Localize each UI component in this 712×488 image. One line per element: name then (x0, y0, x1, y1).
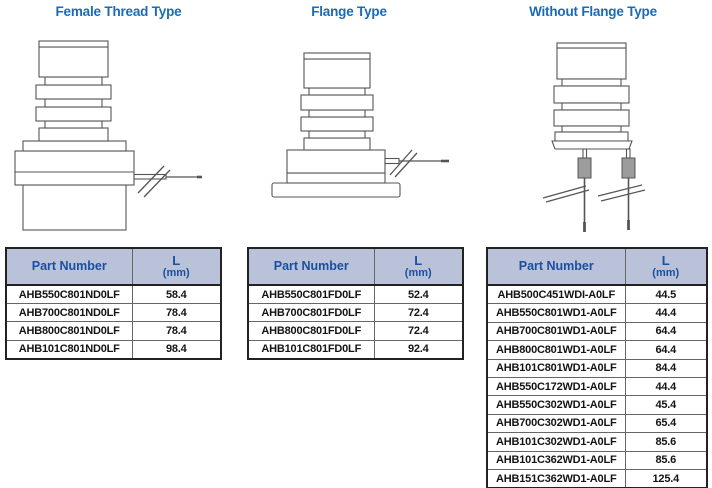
length-header: L (mm) (624, 247, 708, 286)
length-mm-cell: 72.4 (373, 321, 464, 341)
transducer-body (14, 40, 135, 231)
length-mm-cell: 78.4 (131, 321, 222, 341)
section-title-female-thread: Female Thread Type (55, 4, 182, 19)
flange-type-diagram (271, 52, 449, 198)
terminal-pin (625, 148, 631, 159)
wire-sleeves (577, 157, 636, 179)
length-mm-cell: 44.4 (624, 303, 708, 323)
terminal-pin (582, 148, 588, 159)
part-number-cell: AHB550C801WD1-A0LF (486, 303, 626, 323)
female-thread-type-diagram (14, 40, 202, 231)
length-mm-cell: 44.4 (624, 376, 708, 397)
length-mm-cell: 65.4 (624, 413, 708, 434)
table-header-row: Part Number L (mm) (486, 247, 708, 286)
length-header-symbol: L (172, 252, 181, 268)
part-number-header: Part Number (5, 247, 133, 286)
length-mm-cell: 85.6 (624, 450, 708, 470)
part-number-cell: AHB800C801ND0LF (5, 321, 133, 341)
length-header: L (mm) (373, 247, 464, 286)
flange-base (271, 182, 401, 198)
part-number-cell: AHB101C302WD1-A0LF (486, 432, 626, 452)
wire-break-symbol (389, 149, 418, 178)
part-number-cell: AHB550C172WD1-A0LF (486, 376, 626, 397)
length-mm-cell: 52.4 (373, 284, 464, 305)
part-number-cell: AHB101C362WD1-A0LF (486, 450, 626, 470)
length-mm-cell: 84.4 (624, 358, 708, 378)
part-number-cell: AHB550C801FD0LF (247, 284, 375, 305)
base-plate (551, 140, 633, 150)
part-number-cell: AHB101C801WD1-A0LF (486, 358, 626, 378)
section-title-without-flange: Without Flange Type (529, 4, 657, 19)
table-header-row: Part Number L (mm) (5, 247, 222, 286)
wire-break-symbols (542, 184, 646, 203)
length-mm-cell: 64.4 (624, 340, 708, 360)
part-number-cell: AHB700C801ND0LF (5, 303, 133, 323)
part-number-cell: AHB101C801ND0LF (5, 339, 133, 360)
transducer-body (551, 42, 633, 159)
transducer-body (271, 52, 401, 198)
part-number-cell: AHB700C801WD1-A0LF (486, 321, 626, 342)
length-mm-cell: 125.4 (624, 468, 708, 488)
part-number-header: Part Number (247, 247, 375, 286)
table-header-row: Part Number L (mm) (247, 247, 464, 286)
length-mm-cell: 78.4 (131, 303, 222, 323)
length-mm-cell: 45.4 (624, 395, 708, 415)
length-header-unit: (mm) (404, 266, 432, 279)
wire-lead (133, 173, 202, 180)
length-header-unit: (mm) (652, 266, 680, 279)
length-header-unit: (mm) (162, 266, 190, 279)
part-number-cell: AHB500C451WDI-A0LF (486, 284, 626, 305)
part-number-cell: AHB151C362WD1-A0LF (486, 468, 626, 488)
wire-leads (583, 178, 630, 232)
length-header: L (mm) (131, 247, 222, 286)
wire-break-symbol (137, 165, 171, 198)
length-mm-cell: 58.4 (131, 284, 222, 305)
length-mm-cell: 92.4 (373, 339, 464, 360)
part-number-cell: AHB700C801FD0LF (247, 303, 375, 323)
length-mm-cell: 85.6 (624, 432, 708, 452)
part-number-cell: AHB550C302WD1-A0LF (486, 395, 626, 415)
without-flange-type-diagram (542, 42, 646, 232)
length-mm-cell: 98.4 (131, 339, 222, 360)
length-mm-cell: 44.5 (624, 284, 708, 305)
part-number-cell: AHB700C302WD1-A0LF (486, 413, 626, 434)
length-mm-cell: 64.4 (624, 321, 708, 342)
length-mm-cell: 72.4 (373, 303, 464, 323)
wire-lead (384, 157, 449, 165)
length-header-symbol: L (661, 252, 670, 268)
part-number-header: Part Number (486, 247, 626, 286)
length-header-symbol: L (414, 252, 423, 268)
part-number-cell: AHB550C801ND0LF (5, 284, 133, 305)
section-title-flange: Flange Type (311, 4, 387, 19)
part-number-cell: AHB101C801FD0LF (247, 339, 375, 360)
part-number-cell: AHB800C801WD1-A0LF (486, 340, 626, 360)
part-number-cell: AHB800C801FD0LF (247, 321, 375, 341)
